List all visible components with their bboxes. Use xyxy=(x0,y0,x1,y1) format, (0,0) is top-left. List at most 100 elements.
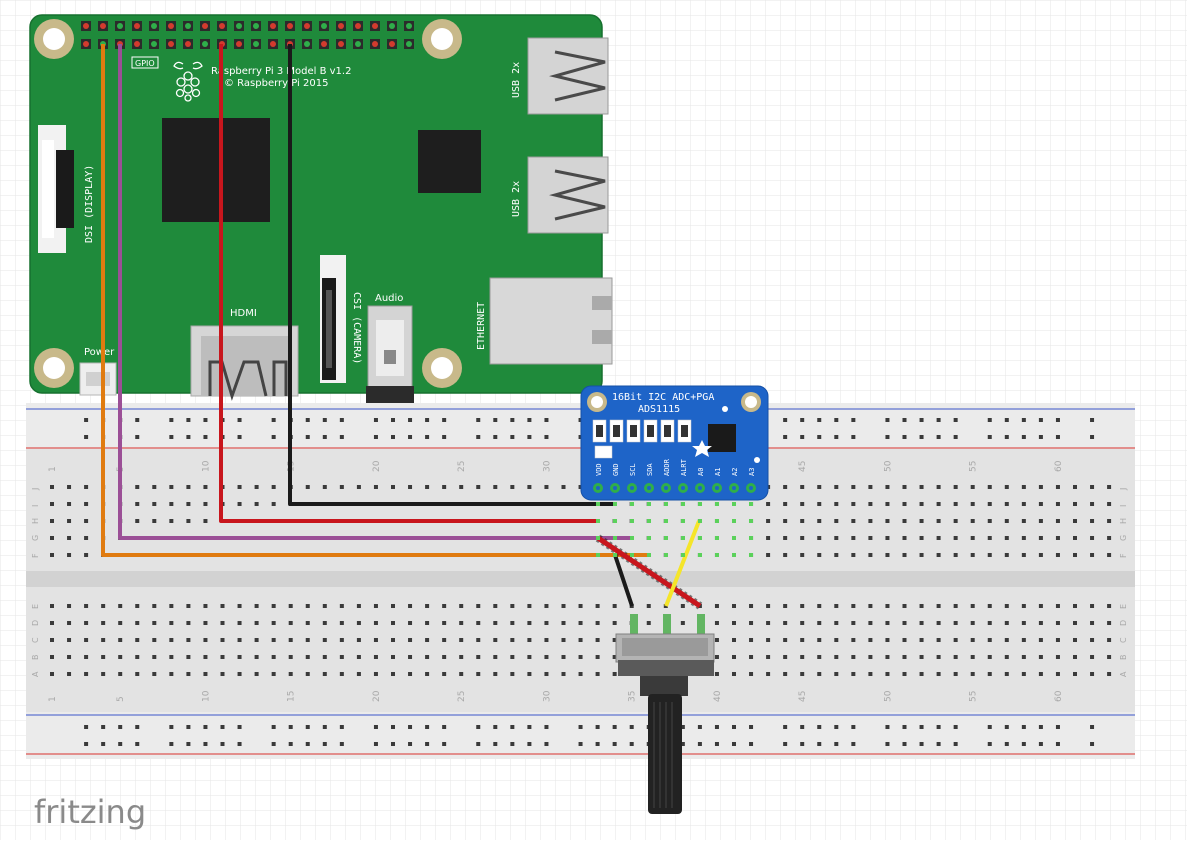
rail-hole[interactable] xyxy=(851,435,856,439)
rail-hole[interactable] xyxy=(578,725,583,729)
breadboard-hole[interactable] xyxy=(510,655,515,659)
rail-hole[interactable] xyxy=(237,435,242,439)
breadboard-hole[interactable] xyxy=(527,638,532,642)
breadboard-hole[interactable] xyxy=(561,621,566,625)
rail-hole[interactable] xyxy=(697,742,702,746)
breadboard-hole[interactable] xyxy=(1073,672,1077,676)
rail-hole[interactable] xyxy=(169,742,174,746)
breadboard-hole[interactable] xyxy=(356,621,361,625)
breadboard-hole[interactable] xyxy=(118,604,123,608)
breadboard-hole[interactable] xyxy=(902,655,907,659)
breadboard-hole[interactable] xyxy=(817,502,822,506)
rail-hole[interactable] xyxy=(749,725,754,729)
breadboard-hole[interactable] xyxy=(510,672,515,676)
breadboard-hole[interactable] xyxy=(459,672,464,676)
breadboard-hole[interactable] xyxy=(442,621,447,625)
wire-purple[interactable] xyxy=(118,44,632,540)
breadboard-hole[interactable] xyxy=(885,519,890,523)
rail-hole[interactable] xyxy=(800,435,805,439)
breadboard-hole[interactable] xyxy=(902,672,907,676)
breadboard-hole[interactable] xyxy=(953,621,958,625)
breadboard-hole[interactable] xyxy=(953,604,958,608)
rail-hole[interactable] xyxy=(783,725,788,729)
rail-hole[interactable] xyxy=(203,418,208,422)
breadboard-hole[interactable] xyxy=(203,485,208,489)
breadboard-hole[interactable] xyxy=(493,638,498,642)
breadboard-hole[interactable] xyxy=(612,621,617,625)
rail-hole[interactable] xyxy=(595,742,600,746)
breadboard-hole[interactable] xyxy=(1107,553,1112,557)
breadboard-hole[interactable] xyxy=(561,655,566,659)
breadboard-hole[interactable] xyxy=(527,604,532,608)
breadboard-hole[interactable] xyxy=(356,638,361,642)
breadboard-hole[interactable] xyxy=(1055,604,1060,608)
breadboard-hole[interactable] xyxy=(237,672,242,676)
breadboard-hole[interactable] xyxy=(50,536,54,540)
rail-hole[interactable] xyxy=(442,725,447,729)
rail-hole[interactable] xyxy=(442,742,447,746)
breadboard-hole[interactable] xyxy=(953,519,958,523)
rail-hole[interactable] xyxy=(817,725,822,729)
breadboard-hole[interactable] xyxy=(953,672,958,676)
rail-hole[interactable] xyxy=(987,435,992,439)
breadboard-hole[interactable] xyxy=(817,553,822,557)
rail-hole[interactable] xyxy=(237,725,242,729)
rail-hole[interactable] xyxy=(714,742,719,746)
breadboard-hole[interactable] xyxy=(169,502,174,506)
breadboard-hole[interactable] xyxy=(305,638,310,642)
rail-hole[interactable] xyxy=(339,742,344,746)
breadboard-hole[interactable] xyxy=(288,672,293,676)
breadboard-hole[interactable] xyxy=(459,638,464,642)
rail-hole[interactable] xyxy=(629,742,634,746)
breadboard-hole[interactable] xyxy=(391,672,395,676)
rail-hole[interactable] xyxy=(527,418,532,422)
rail-hole[interactable] xyxy=(203,742,208,746)
breadboard-hole[interactable] xyxy=(851,655,856,659)
breadboard-hole[interactable] xyxy=(322,638,327,642)
breadboard-hole[interactable] xyxy=(561,638,566,642)
breadboard-hole[interactable] xyxy=(783,485,788,489)
rail-hole[interactable] xyxy=(953,742,958,746)
breadboard-hole[interactable] xyxy=(1107,604,1112,608)
rail-hole[interactable] xyxy=(1055,435,1060,439)
breadboard-hole[interactable] xyxy=(237,638,242,642)
rail-hole[interactable] xyxy=(186,435,191,439)
breadboard-hole[interactable] xyxy=(783,536,788,540)
breadboard-hole[interactable] xyxy=(203,672,208,676)
breadboard-hole[interactable] xyxy=(1073,485,1077,489)
breadboard-hole[interactable] xyxy=(868,502,873,506)
breadboard-hole[interactable] xyxy=(237,621,242,625)
rail-hole[interactable] xyxy=(373,742,378,746)
breadboard-hole[interactable] xyxy=(868,536,873,540)
breadboard-hole[interactable] xyxy=(936,502,941,506)
breadboard-hole[interactable] xyxy=(220,672,225,676)
breadboard-hole[interactable] xyxy=(101,621,106,625)
breadboard-hole[interactable] xyxy=(868,672,873,676)
breadboard-hole[interactable] xyxy=(1038,485,1043,489)
rail-hole[interactable] xyxy=(1021,435,1026,439)
wire-yellow[interactable] xyxy=(664,520,701,607)
breadboard-hole[interactable] xyxy=(902,536,907,540)
rail-hole[interactable] xyxy=(851,725,856,729)
breadboard-hole[interactable] xyxy=(561,672,566,676)
breadboard-hole[interactable] xyxy=(493,485,498,489)
rail-hole[interactable] xyxy=(305,435,310,439)
rail-hole[interactable] xyxy=(680,725,685,729)
breadboard-hole[interactable] xyxy=(459,655,464,659)
breadboard-hole[interactable] xyxy=(919,621,924,625)
breadboard-hole[interactable] xyxy=(118,638,123,642)
breadboard-hole[interactable] xyxy=(561,485,566,489)
breadboard-hole[interactable] xyxy=(1021,655,1026,659)
rail-hole[interactable] xyxy=(987,725,992,729)
breadboard-hole[interactable] xyxy=(1073,655,1077,659)
rail-hole[interactable] xyxy=(186,742,191,746)
rail-hole[interactable] xyxy=(271,435,276,439)
breadboard-hole[interactable] xyxy=(732,621,736,625)
breadboard-hole[interactable] xyxy=(1107,672,1112,676)
breadboard-hole[interactable] xyxy=(970,553,975,557)
breadboard-hole[interactable] xyxy=(919,502,924,506)
breadboard-hole[interactable] xyxy=(868,638,873,642)
breadboard-hole[interactable] xyxy=(953,536,958,540)
breadboard-hole[interactable] xyxy=(425,638,430,642)
